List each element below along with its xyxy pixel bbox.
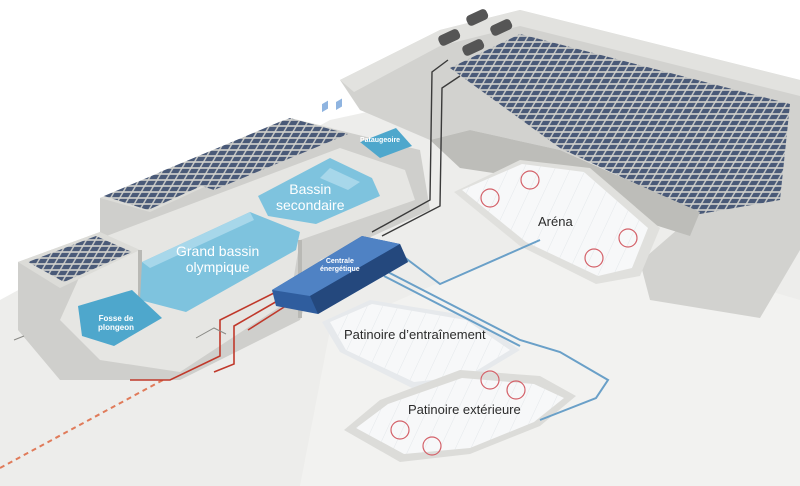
label-grand-bassin-line1: Grand bassin (176, 243, 260, 259)
label-centrale-line2: énergétique (320, 265, 360, 273)
label-grand-bassin: Grand bassin olympique (176, 243, 260, 275)
label-bassin-secondaire-line2: secondaire (276, 196, 345, 213)
label-centrale-line1: Centrale (325, 258, 354, 265)
solar-panels-arena (450, 34, 790, 214)
outdoor-rink (344, 370, 576, 462)
bassin-secondaire-pool (258, 158, 380, 224)
pipes-blue (379, 239, 610, 421)
grand-bassin-pool (140, 212, 300, 312)
label-pataugeoire: Pataugeoire (360, 137, 401, 144)
label-fosse-plongeon: Fosse de plongeon (98, 314, 134, 333)
label-patinoire-exterieure: Patinoire extérieure (408, 402, 521, 417)
centrale-energetique (272, 98, 408, 314)
training-rink (322, 300, 520, 388)
label-bassin-secondaire: Bassin secondaire (276, 181, 345, 213)
fosse-plongeon-pool (78, 290, 162, 346)
label-bassin-secondaire-line1: Bassin (289, 181, 332, 197)
label-centrale-energetique: Centrale énergétique (320, 258, 360, 274)
label-grand-bassin-line2: olympique (185, 258, 250, 275)
pipes-dark (371, 59, 461, 237)
label-arena: Aréna (538, 214, 573, 229)
rooftop-units (438, 9, 513, 56)
label-fosse-line2: plongeon (98, 322, 134, 332)
arena-rink (454, 160, 660, 284)
pataugeoire-pool (360, 128, 412, 158)
solar-panels-left (28, 236, 132, 282)
railings (13, 327, 227, 341)
label-fosse-line1: Fosse de (98, 314, 134, 323)
label-patinoire-entrainement: Patinoire d’entraînement (344, 327, 486, 342)
